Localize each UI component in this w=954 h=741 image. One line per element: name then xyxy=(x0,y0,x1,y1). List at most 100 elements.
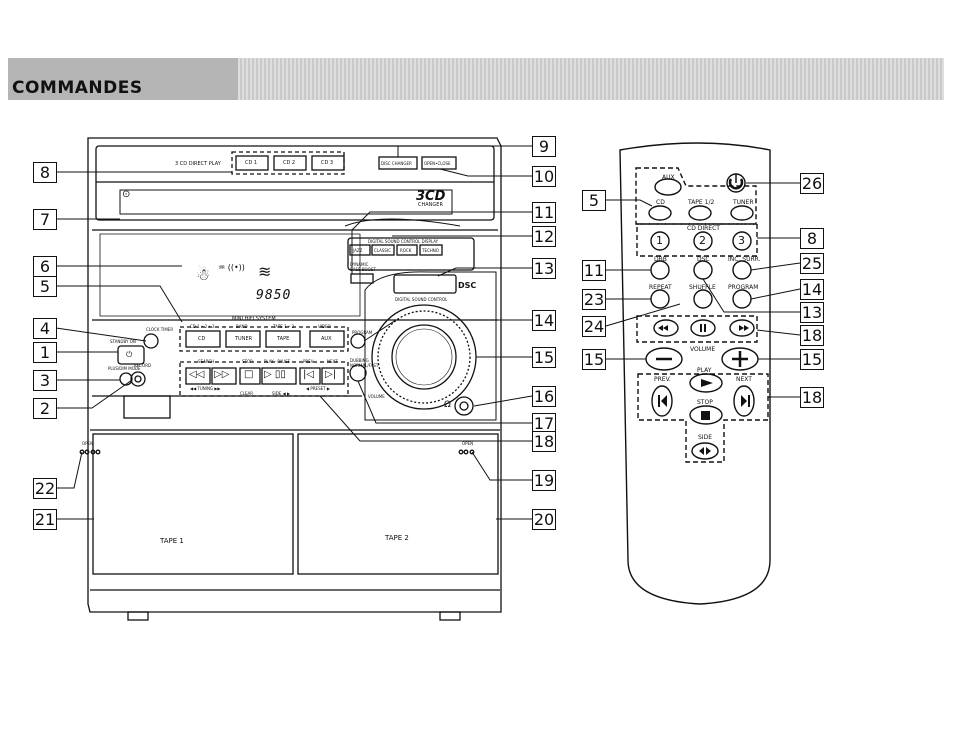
cd-direct-play-label: 3 CD DIRECT PLAY xyxy=(175,161,221,167)
callout-4: 4 xyxy=(33,318,57,339)
remote-callout-8: 8 xyxy=(800,228,824,249)
transport-head-search: SEARCH xyxy=(198,359,215,364)
remote-program-label: PROGRAM xyxy=(728,284,759,291)
callout-21: 21 xyxy=(33,509,57,530)
display-digits: 9850 xyxy=(256,288,292,303)
mini-hifi-label: MINI HIFI SYSTEM xyxy=(232,316,276,322)
remote-play-label: PLAY xyxy=(697,367,712,374)
search-back-button[interactable]: ◁◁ xyxy=(189,369,205,380)
brand-changer: CHANGER xyxy=(418,202,443,208)
callout-10: 10 xyxy=(532,166,556,187)
callout-20: 20 xyxy=(532,509,556,530)
remote-prev-label: PREV. xyxy=(654,376,671,383)
disc-changer-button[interactable]: DISC CHANGER xyxy=(381,161,412,166)
plus-mode-label: PLUS/DIM MODE xyxy=(108,366,141,371)
remote-cd3-button[interactable]: 3 xyxy=(738,234,745,247)
source-tape-button[interactable]: TAPE xyxy=(277,336,290,342)
callout-18: 18 xyxy=(532,431,556,452)
remote-callout-18-top: 18 xyxy=(800,325,824,346)
search-forward-button[interactable]: ▷▷ xyxy=(214,369,230,380)
clock-timer-label: CLOCK TIMER xyxy=(146,327,174,332)
callout-14: 14 xyxy=(532,310,556,331)
remote-callout-24: 24 xyxy=(582,316,606,337)
header-band xyxy=(8,58,944,100)
callout-9: 9 xyxy=(532,136,556,157)
signal-wave-icon: ≋ xyxy=(258,262,272,281)
cd1-button[interactable]: CD 1 xyxy=(245,160,258,166)
classic-button[interactable]: CLASSIC xyxy=(374,248,391,253)
disc-logo-icon: ⊙ xyxy=(122,189,131,200)
source-aux-button[interactable]: AUX xyxy=(321,336,332,342)
dsc-display-label: DIGITAL SOUND CONTROL DISPLAY xyxy=(368,239,439,244)
callout-13: 13 xyxy=(532,258,556,279)
tape1-open-label: OPEN xyxy=(82,441,94,446)
record-label: RECORD xyxy=(134,363,152,368)
remote-callout-26: 26 xyxy=(800,173,824,194)
techno-button[interactable]: TECHNO xyxy=(422,248,439,253)
callout-22: 22 xyxy=(33,478,57,499)
transport-bottom-tuning: ◀◀ TUNING ▶▶ xyxy=(190,386,221,391)
remote-callout-25: 25 xyxy=(800,253,824,274)
remote-cd1-button[interactable]: 1 xyxy=(656,234,663,247)
source-head-cd: CD 1 • 2 • 3 xyxy=(190,324,215,329)
stop-button[interactable]: □ xyxy=(244,369,254,380)
remote-callout-23: 23 xyxy=(582,289,606,310)
remote-volume-label: VOLUME xyxy=(690,346,716,353)
cd3-button[interactable]: CD 3 xyxy=(321,160,334,166)
rock-button[interactable]: ROCK xyxy=(400,248,412,253)
source-head-tape: TAPE 1 • 2 xyxy=(273,324,295,329)
remote-shuffle-label: SHUFFLE xyxy=(689,284,716,291)
callout-5: 5 xyxy=(33,276,57,297)
remote-tuner-label: TUNER xyxy=(733,199,754,206)
remote-cd-direct-label: CD DIRECT xyxy=(687,225,720,232)
source-tuner-button[interactable]: TUNER xyxy=(235,336,253,342)
dsc-label: DSC xyxy=(458,281,477,290)
transport-bottom-side: SIDE ◀ ▶ xyxy=(272,391,291,396)
page-title: COMMANDES xyxy=(12,78,143,98)
transport-head-next: NEXT xyxy=(327,359,338,364)
source-head-video: VIDEO xyxy=(318,324,331,329)
remote-inc-surr-label: INC. SURR. xyxy=(728,256,761,263)
transport-head-stop: STOP xyxy=(242,359,253,364)
callout-6: 6 xyxy=(33,256,57,277)
headphones-icon: Ω xyxy=(444,400,451,410)
prev-button[interactable]: |◁ xyxy=(303,369,315,380)
standby-button[interactable]: ⏻ xyxy=(126,350,133,359)
transport-bottom-clear: CLEAR xyxy=(240,391,254,396)
standby-on-label: STANDBY ON xyxy=(110,339,136,344)
callout-1: 1 xyxy=(33,342,57,363)
digital-sound-control-label: DIGITAL SOUND CONTROL xyxy=(395,297,448,302)
dubbing-label: DUBBING NORMAL/FAST xyxy=(350,358,379,368)
source-head-band: BAND xyxy=(236,324,248,329)
remote-next-label: NEXT xyxy=(736,376,752,383)
next-button[interactable]: ▷| xyxy=(325,369,337,380)
remote-dsc-label: DSC xyxy=(697,256,710,263)
remote-callout-13: 13 xyxy=(800,302,824,323)
callout-7: 7 xyxy=(33,209,57,230)
callout-16: 16 xyxy=(532,386,556,407)
callout-2: 2 xyxy=(33,398,57,419)
volume-label: VOLUME xyxy=(368,394,385,399)
callout-17: 17 xyxy=(532,413,556,434)
callout-8: 8 xyxy=(33,162,57,183)
program-label: PROGRAM xyxy=(352,330,373,335)
callout-3: 3 xyxy=(33,370,57,391)
remote-repeat-label: REPEAT xyxy=(649,284,672,291)
callout-11: 11 xyxy=(532,202,556,223)
source-cd-button[interactable]: CD xyxy=(198,336,206,342)
remote-callout-18-bottom: 18 xyxy=(800,387,824,408)
play-pause-button[interactable]: ▷ ▯▯ xyxy=(264,369,286,380)
remote-callout-11: 11 xyxy=(582,260,606,281)
jazz-button[interactable]: JAZZ xyxy=(353,248,363,253)
remote-aux-label: AUX xyxy=(662,174,675,181)
remote-cd2-button[interactable]: 2 xyxy=(699,234,706,247)
remote-callout-14: 14 xyxy=(800,279,824,300)
transport-bottom-preset: ◀ PRESET ▶ xyxy=(306,386,330,391)
remote-tape12-label: TAPE 1/2 xyxy=(688,199,715,206)
cd2-button[interactable]: CD 2 xyxy=(283,160,296,166)
open-close-button[interactable]: OPEN•CLOSE xyxy=(424,161,451,166)
remote-callout-15-right: 15 xyxy=(800,349,824,370)
remote-dbb-label: DBB xyxy=(654,256,667,263)
tuner-indicator-icon: ♒ ((•)) xyxy=(218,263,245,272)
